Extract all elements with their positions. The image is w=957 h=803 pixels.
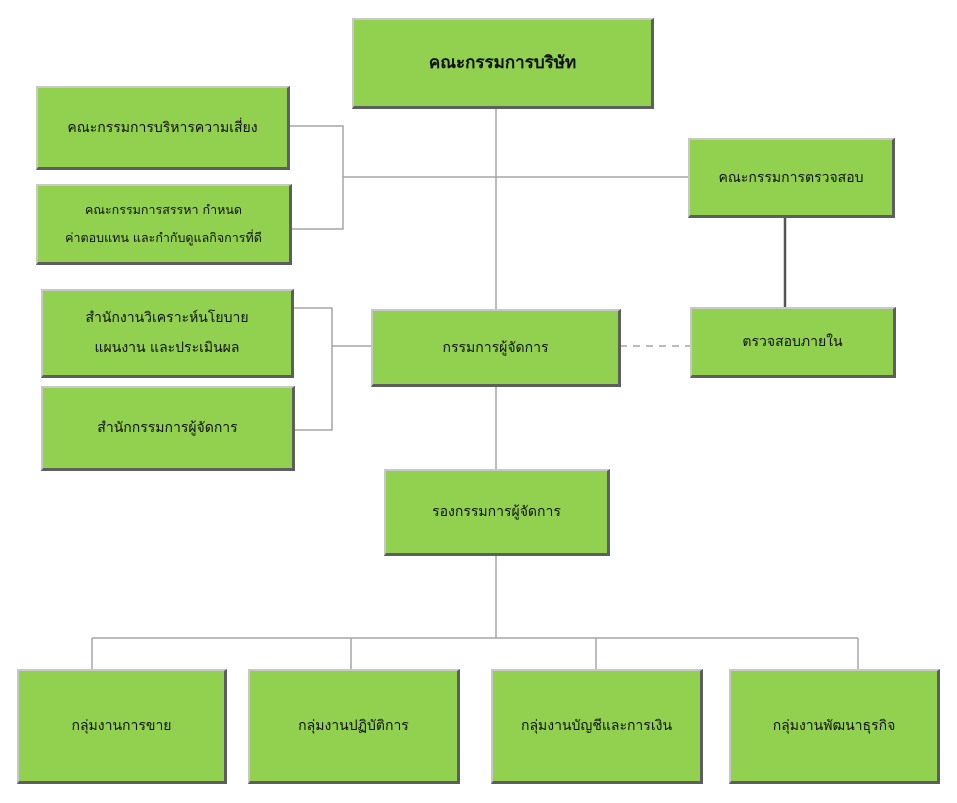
business-development-division-box: กลุ่มงานพัฒนาธุรกิจ (729, 669, 940, 784)
deputy-md-label: รองกรรมการผู้จัดการ (432, 504, 561, 520)
policy-office-label-line1: สำนักงานวิเคราะห์นโยบาย (85, 310, 249, 326)
nomination-committee-box: คณะกรรมการสรรหา กำหนด ค่าตอบแทน และกำกับ… (36, 184, 292, 265)
internal-audit-label: ตรวจสอบภายใน (742, 334, 843, 350)
business-development-division-label: กลุ่มงานพัฒนาธุรกิจ (772, 718, 896, 734)
audit-committee-box: คณะกรรมการตรวจสอบ (688, 138, 895, 218)
connector-risk-nomination-bracket (288, 125, 344, 230)
board-of-directors-box: คณะกรรมการบริษัท (352, 18, 654, 109)
risk-committee-label: คณะกรรมการบริหารความเสี่ยง (67, 119, 258, 136)
nomination-committee-label-line2: ค่าตอบแทน และกำกับดูแลกิจการที่ดี (65, 230, 262, 245)
connector-offices-bracket (292, 307, 333, 431)
board-of-directors-label: คณะกรรมการบริษัท (428, 53, 577, 73)
policy-office-box: สำนักงานวิเคราะห์นโยบาย แผนงาน และประเมิ… (41, 289, 294, 378)
operations-division-box: กลุ่มงานปฏิบัติการ (248, 669, 460, 784)
operations-division-label: กลุ่มงานปฏิบัติการ (298, 718, 409, 734)
accounting-finance-division-label: กลุ่มงานบัญชีและการเงิน (520, 718, 673, 734)
deputy-md-box: รองกรรมการผู้จัดการ (384, 469, 610, 556)
risk-committee-box: คณะกรรมการบริหารความเสี่ยง (36, 86, 290, 170)
managing-director-box: กรรมการผู้จัดการ (371, 309, 621, 387)
sales-division-label: กลุ่มงานการขาย (71, 718, 172, 734)
sales-division-box: กลุ่มงานการขาย (17, 669, 227, 784)
managing-director-label: กรรมการผู้จัดการ (442, 339, 549, 356)
audit-committee-label: คณะกรรมการตรวจสอบ (718, 169, 864, 186)
policy-office-label-line2: แผนงาน และประเมินผล (94, 340, 240, 356)
nomination-committee-label-line1: คณะกรรมการสรรหา กำหนด (85, 202, 242, 217)
internal-audit-box: ตรวจสอบภายใน (690, 307, 896, 378)
md-office-box: สำนักกรรมการผู้จัดการ (41, 386, 295, 471)
md-office-label: สำนักกรรมการผู้จัดการ (97, 420, 238, 436)
accounting-finance-division-box: กลุ่มงานบัญชีและการเงิน (491, 669, 703, 784)
